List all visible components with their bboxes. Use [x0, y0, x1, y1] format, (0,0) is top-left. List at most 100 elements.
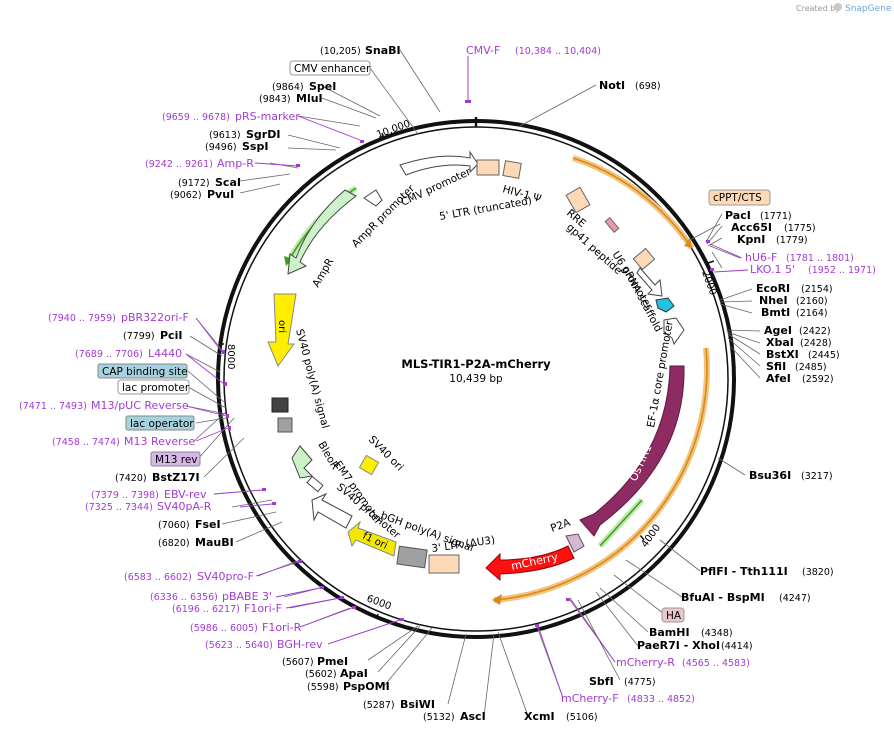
primer-leaders [185, 56, 749, 699]
enzyme-xcmi-pos: (5106) [566, 712, 598, 723]
primer-mcherry-f[interactable]: mCherry-F [561, 692, 619, 705]
enzyme-noti[interactable]: NotI [599, 79, 625, 92]
cmv-enhancer-label: CMV enhancer [294, 63, 371, 75]
enzyme-bstxi[interactable]: BstXI [766, 348, 799, 361]
enzyme-bfuai-bspmi[interactable]: BfuAI - BspMI [681, 591, 765, 604]
enzyme-afei-pos: (2592) [802, 374, 834, 385]
enzyme-acc65i[interactable]: Acc65I [731, 221, 772, 234]
enzyme-bstz17i[interactable]: BstZ17I [152, 471, 200, 484]
f1-ori-shape [347, 520, 397, 557]
enzyme-sfii[interactable]: SfiI [766, 360, 786, 373]
enzyme-bsiwi-pos: (5287) [363, 700, 395, 711]
primer-bgh-rev[interactable]: BGH-rev [277, 638, 323, 651]
enzyme-spei[interactable]: SpeI [309, 80, 336, 93]
cppt-inner-box [632, 247, 656, 271]
primer-l4440[interactable]: L4440 [148, 347, 182, 360]
enzyme-paer7i-xhoi[interactable]: PaeR7I - XhoI [637, 639, 720, 652]
sv40-ori-box [358, 454, 380, 476]
enzyme-nhei[interactable]: NheI [759, 294, 788, 307]
primer-f1ori-f[interactable]: F1ori-F [244, 602, 282, 615]
arc-lentiviral-top-line [572, 157, 693, 249]
primer-sv40pro-f[interactable]: SV40pro-F [197, 570, 254, 583]
enzyme-bstxi-pos: (2445) [808, 350, 840, 361]
tick-6000: 6000 [365, 593, 393, 612]
enzyme-sbfi[interactable]: SbfI [589, 675, 614, 688]
primer-lko1[interactable]: LKO.1 5' [750, 263, 795, 276]
p2a-shape [565, 533, 585, 553]
enzyme-ecori[interactable]: EcoRI [756, 282, 790, 295]
primer-m13puc-reverse[interactable]: M13/pUC Reverse [91, 399, 189, 412]
sv40-promoter-shape [311, 492, 353, 529]
enzyme-xbai-pos: (2428) [800, 338, 832, 349]
hiv-psi-box [502, 160, 522, 179]
enzyme-pcii-pos: (7799) [123, 331, 155, 342]
m13-rev-label: M13 rev [155, 454, 198, 466]
lac-region-box [271, 397, 289, 413]
enzyme-pspomi[interactable]: PspOMI [343, 680, 390, 693]
enzyme-acc65i-pos: (1775) [784, 223, 816, 234]
enzyme-bamhi[interactable]: BamHI [649, 626, 690, 639]
primer-amp-r-pos: (9242 .. 9261) [145, 159, 213, 170]
snapgene-logo-icon [834, 3, 842, 11]
primer-ebv-rev-pos: (7379 .. 7398) [91, 490, 159, 501]
enzyme-bsu36i[interactable]: Bsu36I [749, 469, 791, 482]
enzyme-asci[interactable]: AscI [460, 710, 486, 723]
enzyme-sgrdi[interactable]: SgrDI [246, 128, 280, 141]
enzyme-sspi[interactable]: SspI [242, 140, 268, 153]
arc-lentiviral-top-head [684, 238, 692, 248]
gp41-box [604, 217, 620, 233]
primer-sv40pa-r[interactable]: SV40pA-R [157, 500, 212, 513]
enzyme-maubi[interactable]: MauBI [195, 536, 234, 549]
enzyme-pvui[interactable]: PvuI [207, 188, 234, 201]
grna-scaffold-shape [655, 297, 675, 313]
bleor-label: BleoR [315, 440, 341, 472]
enzyme-snabi[interactable]: SnaBI [365, 44, 401, 57]
primer-f1ori-r[interactable]: F1ori-R [262, 621, 302, 634]
enzyme-paci[interactable]: PacI [725, 209, 751, 222]
primer-cmv-f[interactable]: CMV-F [466, 44, 500, 57]
primer-prs-marker-pos: (9659 .. 9678) [162, 112, 230, 123]
enzyme-apai-pos: (5602) [305, 669, 337, 680]
tick-2000: 2000 [699, 269, 718, 297]
enzyme-bmti[interactable]: BmtI [761, 306, 790, 319]
enzyme-kpni-pos: (1779) [776, 235, 808, 246]
primer-pbr322ori-f[interactable]: pBR322ori-F [121, 311, 189, 324]
arc-lentiviral-bottom-line [493, 347, 708, 601]
tick-mark-10000 [381, 132, 385, 139]
enzyme-pcii[interactable]: PciI [160, 329, 182, 342]
snapgene-label: SnapGene [845, 4, 892, 14]
ltr3-box [428, 554, 460, 574]
primer-mcherry-r[interactable]: mCherry-R [616, 656, 675, 669]
enzyme-apai[interactable]: ApaI [340, 667, 368, 680]
primer-m13-reverse[interactable]: M13 Reverse [124, 435, 195, 448]
primer-amp-r[interactable]: Amp-R [217, 157, 254, 170]
lac-promoter-label: lac promoter [122, 382, 190, 394]
enzyme-scai[interactable]: ScaI [215, 176, 241, 189]
enzyme-agei[interactable]: AgeI [764, 324, 792, 337]
enzyme-afei[interactable]: AfeI [766, 372, 791, 385]
enzyme-pmei[interactable]: PmeI [317, 655, 348, 668]
enzyme-bmti-pos: (2164) [796, 308, 828, 319]
enzyme-mlui-pos: (9843) [259, 94, 291, 105]
primer-pbabe3[interactable]: pBABE 3' [222, 590, 272, 603]
primer-hu6-f[interactable]: hU6-F [745, 251, 777, 264]
enzyme-spei-pos: (9864) [272, 82, 304, 93]
primer-lko1-pos: (1952 .. 1971) [808, 265, 876, 276]
lac-operator-badge [125, 415, 195, 431]
enzyme-pvui-pos: (9062) [170, 190, 202, 201]
primer-prs-marker[interactable]: pRS-marker [235, 110, 300, 123]
enzyme-bsiwi[interactable]: BsiWI [400, 698, 435, 711]
enzyme-mlui[interactable]: MluI [296, 92, 323, 105]
enzyme-fsei[interactable]: FseI [195, 518, 221, 531]
enzyme-kpni[interactable]: KpnI [737, 233, 765, 246]
ha-badge [661, 607, 685, 623]
ltr5-box [476, 159, 500, 176]
primer-ebv-rev[interactable]: EBV-rev [164, 488, 207, 501]
enzyme-xbai[interactable]: XbaI [766, 336, 794, 349]
enzyme-bsu36i-pos: (3217) [801, 471, 833, 482]
primer-sv40pro-f-pos: (6583 .. 6602) [124, 572, 192, 583]
enzyme-xcmi[interactable]: XcmI [524, 710, 555, 723]
enzyme-asci-pos: (5132) [423, 712, 455, 723]
enzyme-pflfi-tth111i[interactable]: PflFI - Tth111I [700, 565, 788, 578]
plasmid-name: MLS-TIR1-P2A-mCherry [401, 357, 551, 371]
